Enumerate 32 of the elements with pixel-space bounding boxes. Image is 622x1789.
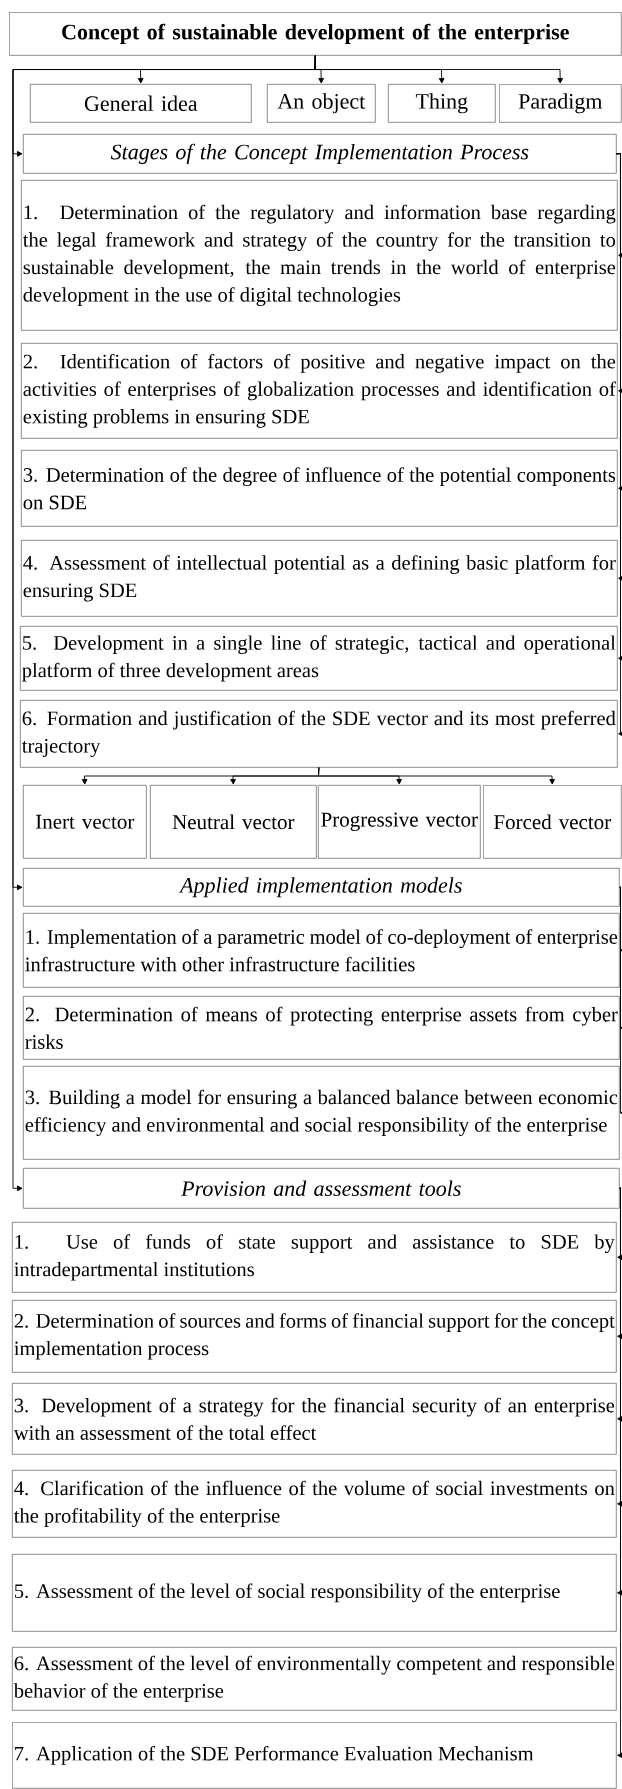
title-box: Concept of sustainable development of the enterprise	[9, 12, 622, 56]
section-header-box: Applied implementation models	[23, 868, 620, 907]
step-box: 1. Implementation of a parametric model of co-deployment of enterprise infrastructure with other infrastructure facilities	[23, 913, 620, 988]
step-box: 6. Assessment of the level of environmentally competent and responsible behavior of the enterprise	[12, 1647, 617, 1711]
step-box: 5. Assessment of the level of social responsibility of the enterprise	[12, 1554, 617, 1632]
concept-box: Thing	[388, 84, 496, 123]
vector-box: Forced vector	[483, 785, 622, 859]
step-box: 3. Building a model for ensuring a balanced balance between economic efficiency and environmental and social responsibility of the enterprise	[23, 1066, 620, 1160]
step-box: 2. Identification of factors of positive and negative impact on the activities of enterprises of globalization processes and identification of existing problems in ensuring SDE	[21, 343, 618, 439]
connector-arrow	[619, 886, 622, 1116]
step-box: 2. Determination of means of protecting enterprise assets from cyber risks	[23, 996, 620, 1060]
connector-arrow	[12, 55, 316, 1192]
step-box: 3. Determination of the degree of influence of the potential components on SDE	[21, 450, 618, 527]
step-box: 4. Clarification of the influence of the volume of social investments on the profitability of the enterprise	[12, 1470, 617, 1538]
step-box: 3. Development of a strategy for the financial security of an enterprise with an assessment of the total effect	[12, 1383, 617, 1455]
step-box: 7. Application of the SDE Performance Evaluation Mechanism	[12, 1722, 617, 1789]
concept-box: Paradigm	[499, 84, 622, 123]
connector-arrow	[617, 1187, 622, 1759]
vector-box: Progressive vector	[318, 785, 481, 859]
section-header-box: Provision and assessment tools	[23, 1168, 620, 1209]
step-box: 1. Determination of the regulatory and information base regarding the legal framework and strategy of the country for the transition to sustainable development, the main trends in the world of enterprise development in the use of digital technologies	[21, 180, 618, 331]
section-header-box: Stages of the Concept Implementation Process	[23, 134, 617, 174]
vector-box: Neutral vector	[150, 785, 317, 859]
concept-box: An object	[267, 84, 376, 123]
step-box: 6. Formation and justification of the SDE vector and its most preferred trajectory	[20, 700, 618, 768]
vector-box: Inert vector	[23, 785, 147, 859]
step-box: 1. Use of funds of state support and assistance to SDE by intradepartmental institutions	[12, 1222, 617, 1293]
connector-arrow	[318, 767, 555, 785]
concept-box: General idea	[30, 84, 252, 123]
step-box: 2. Determination of sources and forms of financial support for the concept implementation process	[12, 1300, 617, 1373]
step-box: 5. Development in a single line of strategic, tactical and operational platform of three development areas	[20, 626, 618, 691]
step-box: 4. Assessment of intellectual potential as a defining basic platform for ensuring SDE	[21, 540, 618, 617]
